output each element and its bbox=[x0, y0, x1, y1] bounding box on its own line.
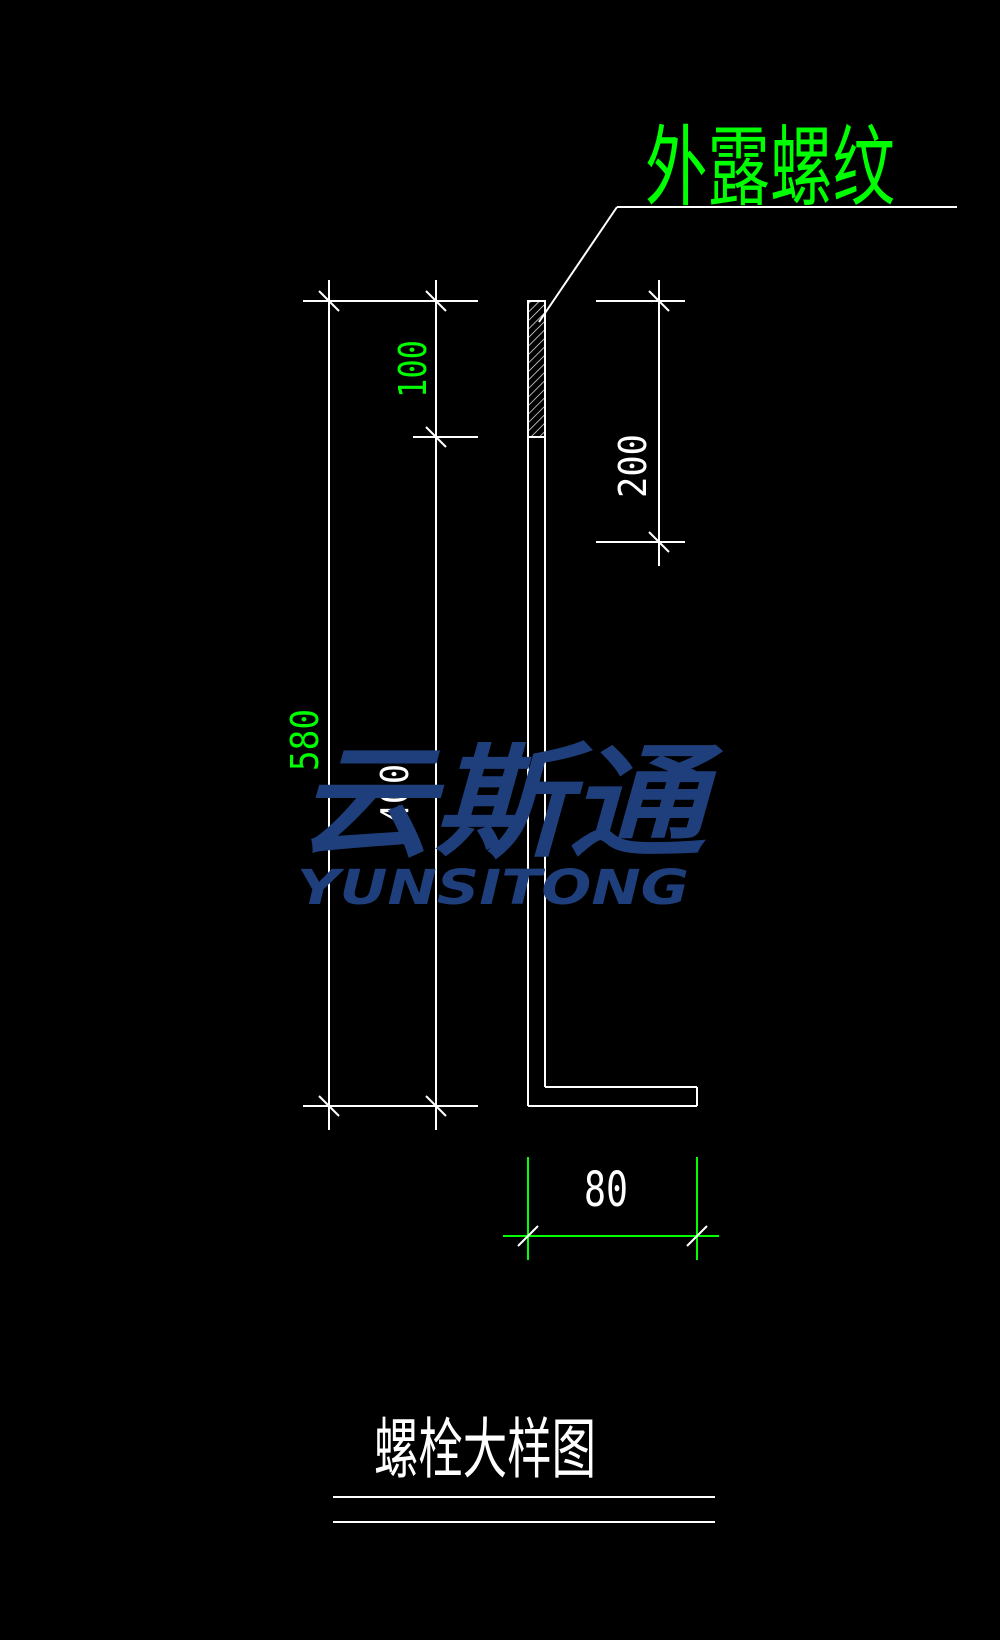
leader-annotation: 外露螺纹 bbox=[538, 116, 957, 323]
tick-inner-bottom bbox=[425, 1095, 447, 1117]
leader-diagonal-line bbox=[538, 206, 618, 323]
tick-inner-top bbox=[425, 290, 447, 312]
drawing-title-block: 螺栓大样图 bbox=[333, 1411, 715, 1523]
left-dimensions bbox=[303, 280, 478, 1130]
watermark-latin-text: YUNSITONG bbox=[297, 860, 689, 916]
drawing-title: 螺栓大样图 bbox=[374, 1411, 596, 1488]
bolt-shape bbox=[527, 300, 698, 1107]
watermark-logo: 云斯通 YUNSITONG bbox=[297, 732, 724, 916]
tick-200-bottom bbox=[648, 531, 670, 553]
dim-text-80: 80 bbox=[584, 1162, 628, 1218]
thread-hatch-region bbox=[527, 300, 546, 438]
tick-580-bottom bbox=[318, 1095, 340, 1117]
watermark-chinese-text: 云斯通 bbox=[297, 732, 724, 874]
bottom-dimension bbox=[503, 1157, 719, 1260]
right-dimension bbox=[596, 280, 685, 566]
tick-80-right bbox=[686, 1225, 708, 1247]
tick-200-top bbox=[648, 290, 670, 312]
dim-text-400: 400 bbox=[373, 764, 417, 824]
dim-text-100: 100 bbox=[391, 340, 435, 398]
tick-80-left bbox=[517, 1225, 539, 1247]
dim-text-580: 580 bbox=[283, 709, 327, 771]
dim-text-200: 200 bbox=[611, 434, 655, 498]
tick-580-top bbox=[318, 290, 340, 312]
exposed-thread-label: 外露螺纹 bbox=[645, 116, 895, 219]
tick-inner-mid bbox=[425, 426, 447, 448]
